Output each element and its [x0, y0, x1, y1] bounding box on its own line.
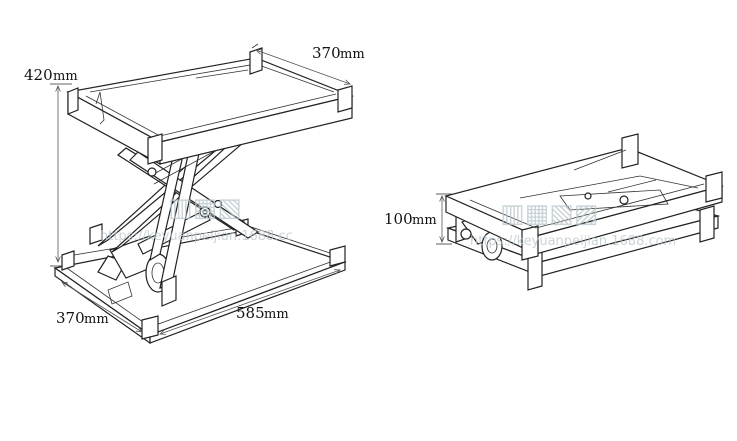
- collapsed-top: [444, 133, 724, 261]
- watermark-left: ▥▦▧ https://keyuanpeijian.1688.cc: [100, 193, 293, 244]
- collapsed-lift: [436, 133, 724, 291]
- label-height-extended: 420 mm: [24, 66, 78, 84]
- watermark-url-right: https://keyuanpeijian.1688.com: [470, 234, 676, 249]
- label-base-width: 370 mm: [56, 309, 109, 327]
- top-width-value: 370: [312, 44, 341, 62]
- label-height-collapsed: 100 mm: [384, 210, 437, 228]
- watermark-url-left: https://keyuanpeijian.1688.cc: [100, 229, 293, 244]
- base-width-value: 370: [56, 309, 85, 327]
- watermark-brand-left: ▥▦▧: [168, 193, 242, 223]
- height-unit: mm: [53, 69, 78, 84]
- top-width-unit: mm: [340, 47, 365, 62]
- base-length-value: 585: [236, 304, 265, 322]
- label-top-width: 370 mm: [312, 44, 365, 62]
- base-width-unit: mm: [84, 312, 109, 327]
- top-frame: [66, 47, 354, 166]
- base-length-unit: mm: [264, 307, 289, 322]
- extended-lift: [50, 43, 354, 345]
- dim-lines-left: [50, 43, 350, 334]
- collapsed-height-value: 100: [384, 210, 413, 228]
- collapsed-height-unit: mm: [412, 213, 437, 228]
- watermark-brand-right: ▥▦▧▨: [500, 199, 598, 229]
- dim-lines-right: [436, 193, 452, 245]
- watermark-right: ▥▦▧▨ https://keyuanpeijian.1688.com: [470, 199, 676, 249]
- label-base-length: 585 mm: [236, 304, 289, 322]
- height-value: 420: [24, 66, 53, 84]
